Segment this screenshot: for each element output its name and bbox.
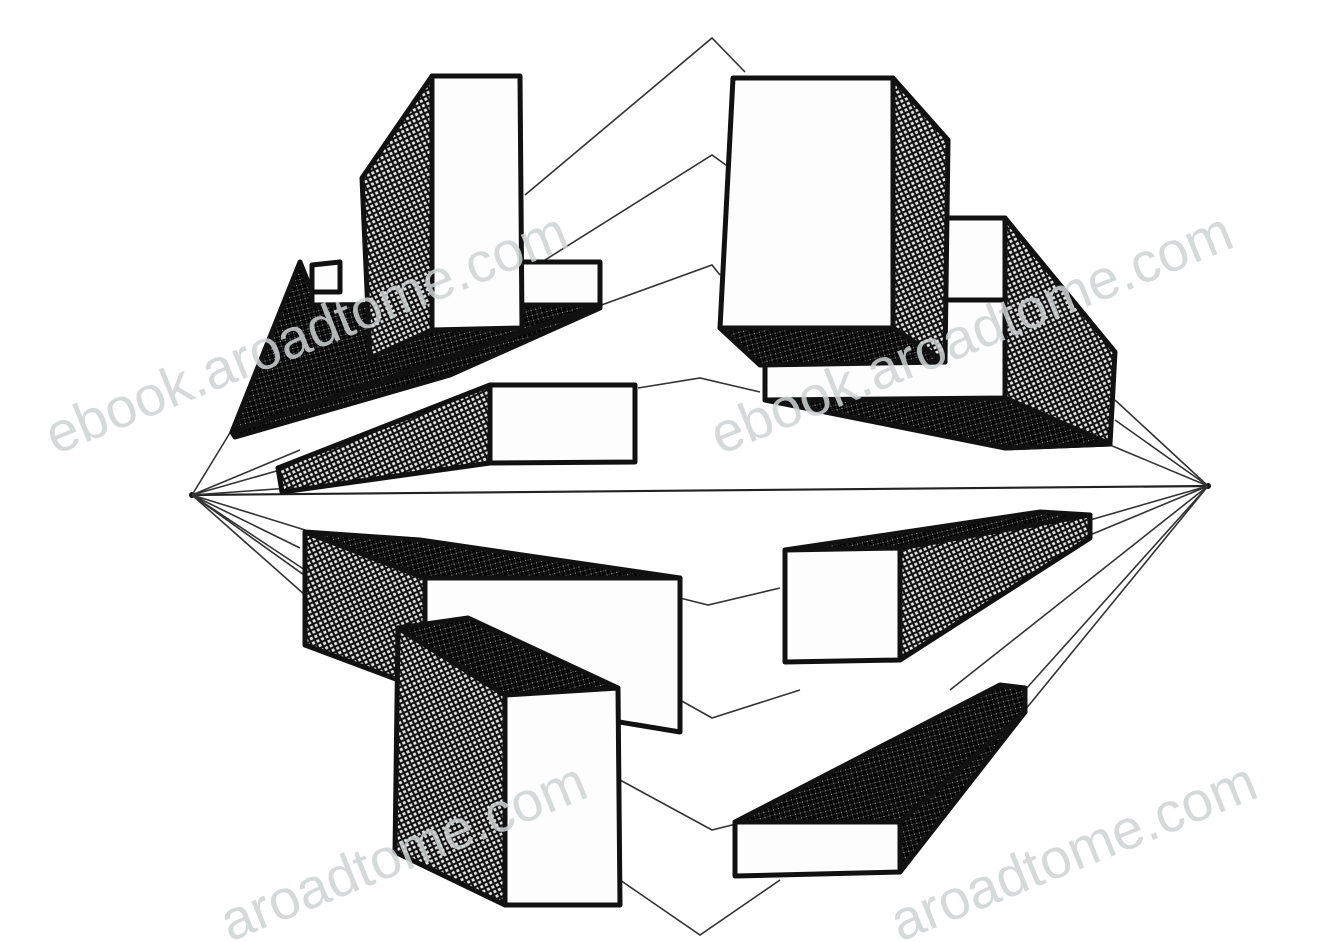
- watermark: ebook.aroadtome.com ebook.aroadtome.com …: [36, 199, 1265, 942]
- box-bottom-right-upper: [785, 512, 1090, 662]
- box-bottom-right-lower: [735, 685, 1025, 876]
- horizon-line: [190, 486, 1210, 495]
